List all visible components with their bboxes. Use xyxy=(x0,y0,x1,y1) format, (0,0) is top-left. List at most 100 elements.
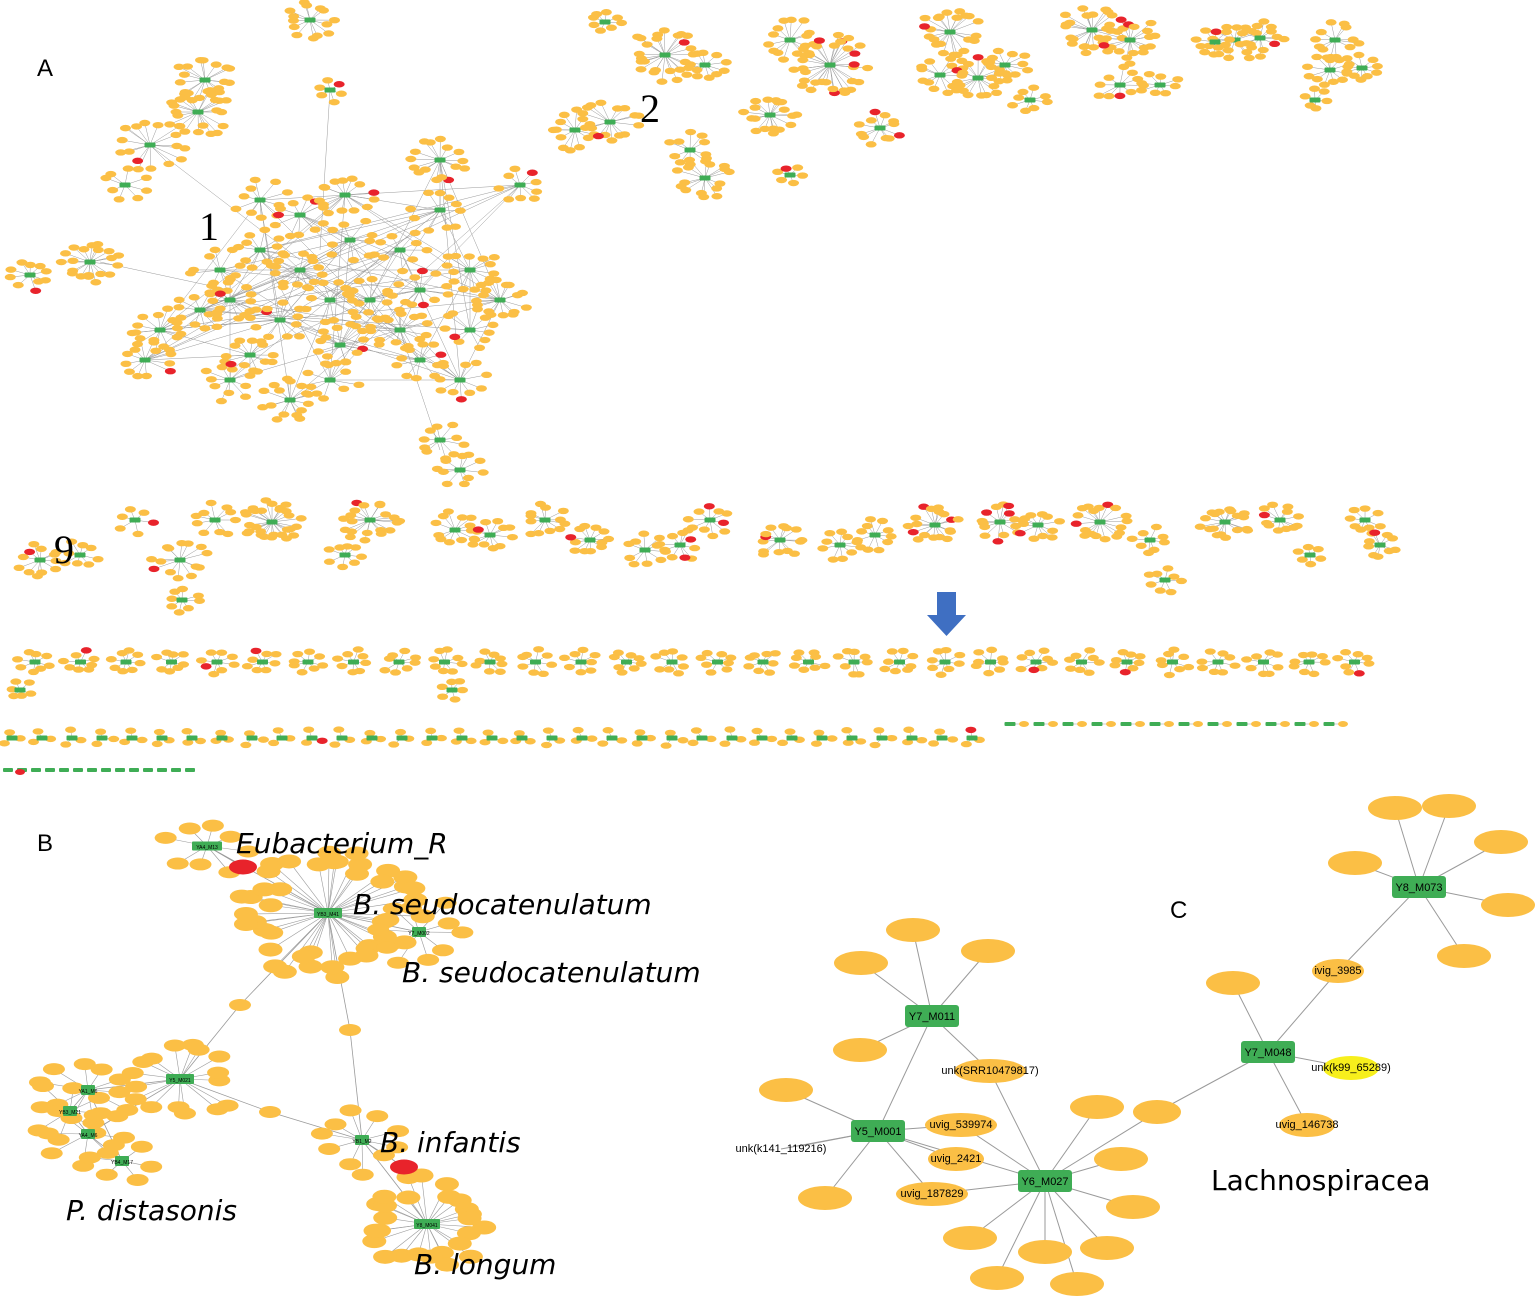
phage-node xyxy=(14,735,26,742)
host-node xyxy=(115,1156,129,1166)
edge xyxy=(819,40,831,66)
phage-node xyxy=(1302,543,1314,551)
phage-node xyxy=(579,522,591,530)
phage-node xyxy=(261,305,273,313)
phage-node xyxy=(1164,721,1174,727)
phage-node xyxy=(362,1234,387,1249)
phage-node xyxy=(349,507,361,514)
phage-node xyxy=(1369,529,1381,536)
edge xyxy=(829,45,861,66)
phage-node xyxy=(60,741,72,748)
phage-node xyxy=(62,1082,85,1095)
phage-node xyxy=(1019,52,1031,59)
phage-node xyxy=(579,124,591,131)
phage-node xyxy=(1344,515,1356,522)
phage-node xyxy=(577,115,589,123)
phage-node xyxy=(216,363,228,371)
host-node xyxy=(1124,37,1136,43)
host-node xyxy=(934,72,946,78)
phage-node xyxy=(864,516,876,523)
phage-node xyxy=(569,538,581,546)
phage-node xyxy=(1098,42,1110,49)
phage-node xyxy=(124,1093,147,1106)
phage-node xyxy=(390,669,402,676)
host-node xyxy=(199,77,211,83)
phage-node xyxy=(930,41,942,48)
mag-label-yb3-m41: YB3_M41 xyxy=(317,912,339,918)
phage-node xyxy=(1342,63,1354,70)
phage-node xyxy=(1254,53,1266,60)
phage-node xyxy=(416,267,428,275)
phage-node xyxy=(45,735,57,743)
phage-node xyxy=(1037,532,1049,540)
phage-node xyxy=(1251,22,1263,30)
phage-node xyxy=(437,512,449,520)
phage-node xyxy=(166,603,178,610)
phage-node xyxy=(1371,69,1383,76)
mag-label-yb1-m2: YB1_M2 xyxy=(352,1139,371,1145)
phage-node xyxy=(263,333,275,340)
phage-node xyxy=(1155,73,1167,80)
phage-node xyxy=(1363,524,1375,531)
phage-node xyxy=(179,128,191,135)
host-node xyxy=(129,768,139,772)
phage-node xyxy=(595,99,607,106)
phage-node xyxy=(785,121,797,129)
phage-node xyxy=(798,1186,852,1210)
host-node xyxy=(584,537,596,543)
edge xyxy=(829,64,834,89)
phage-node xyxy=(261,258,273,265)
phage-node xyxy=(31,572,43,580)
phage-node xyxy=(1019,721,1029,727)
phage-node xyxy=(433,531,445,539)
phage-node xyxy=(388,741,400,748)
phage-node xyxy=(171,324,183,332)
phage-node xyxy=(245,209,257,216)
phage-node xyxy=(281,333,293,340)
host-node xyxy=(1144,537,1156,543)
phage-node xyxy=(410,374,422,382)
edge xyxy=(949,31,965,52)
phage-node xyxy=(125,727,137,734)
phage-node xyxy=(211,107,223,114)
phage-node xyxy=(773,548,785,556)
host-node xyxy=(1323,722,1335,726)
phage-node xyxy=(4,273,16,281)
host-node xyxy=(456,735,468,741)
phage-node xyxy=(695,189,707,197)
edge xyxy=(138,144,151,170)
phage-node xyxy=(284,7,296,14)
edge xyxy=(339,325,357,346)
host-node xyxy=(939,659,951,665)
phage-node xyxy=(1257,670,1269,678)
phage-node xyxy=(1120,512,1132,520)
phage-node xyxy=(1013,94,1025,101)
phage-node xyxy=(1163,671,1175,679)
phage-node xyxy=(1311,75,1323,83)
phage-node xyxy=(338,385,350,393)
host-node xyxy=(73,768,83,772)
phage-node xyxy=(303,284,315,292)
phage-node xyxy=(333,81,345,88)
phage-node xyxy=(1183,663,1195,671)
phage-node xyxy=(1305,560,1317,568)
phage-node xyxy=(613,132,625,139)
mag-label-ya4-m6: YA4_M6 xyxy=(79,1133,98,1139)
host-node xyxy=(906,735,918,741)
phage-node xyxy=(832,31,844,39)
phage-node xyxy=(924,58,936,65)
phage-node xyxy=(134,659,146,667)
phage-node xyxy=(965,726,977,734)
phage-node xyxy=(139,119,151,127)
phage-node xyxy=(288,23,300,31)
phage-node xyxy=(479,648,491,655)
phage-node xyxy=(602,727,614,734)
phage-node xyxy=(456,686,468,694)
phage-node xyxy=(339,1104,362,1117)
phage-node xyxy=(1041,513,1053,520)
phage-node xyxy=(1221,23,1233,31)
mag-label-ya1-m6: YA1_M6 xyxy=(79,1089,98,1095)
phage-node xyxy=(1020,107,1032,115)
phage-node xyxy=(448,451,460,458)
phage-node xyxy=(341,543,353,550)
